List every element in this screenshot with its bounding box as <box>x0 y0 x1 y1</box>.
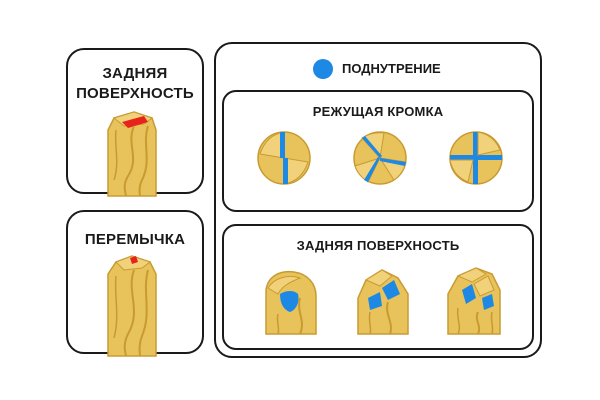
endmill-tip-flank-illustration <box>107 111 157 197</box>
four-flute-flank-view <box>447 267 501 335</box>
web-panel: ПЕРЕМЫЧКА <box>66 210 204 357</box>
two-flute-end-view <box>257 131 311 185</box>
three-flute-flank-view <box>357 269 409 335</box>
flank-wear-label-line1: ЗАДНЯЯ <box>102 65 168 82</box>
cutting-edge-panel: РЕЖУЩАЯ КРОМКА <box>222 90 534 212</box>
flank-wear-panel: ЗАДНЯЯ ПОВЕРХНОСТЬ <box>66 48 204 197</box>
four-flute-end-view <box>449 131 503 185</box>
undercut-legend-label: ПОДНУТРЕНИЕ <box>342 61 441 76</box>
web-label: ПЕРЕМЫЧКА <box>84 231 186 248</box>
endmill-tip-web-illustration <box>107 255 157 357</box>
undercut-panel: ПОДНУТРЕНИЕ РЕЖУЩАЯ КРОМКА <box>214 42 542 358</box>
three-flute-end-view <box>353 131 407 185</box>
undercut-legend-dot <box>313 59 333 79</box>
flank-undercut-panel: ЗАДНЯЯ ПОВЕРХНОСТЬ <box>222 224 534 350</box>
cutting-edge-label: РЕЖУЩАЯ КРОМКА <box>312 104 444 119</box>
two-flute-flank-view <box>265 270 317 335</box>
flank-undercut-label: ЗАДНЯЯ ПОВЕРХНОСТЬ <box>296 238 460 253</box>
flank-wear-label-line2: ПОВЕРХНОСТЬ <box>76 85 194 102</box>
